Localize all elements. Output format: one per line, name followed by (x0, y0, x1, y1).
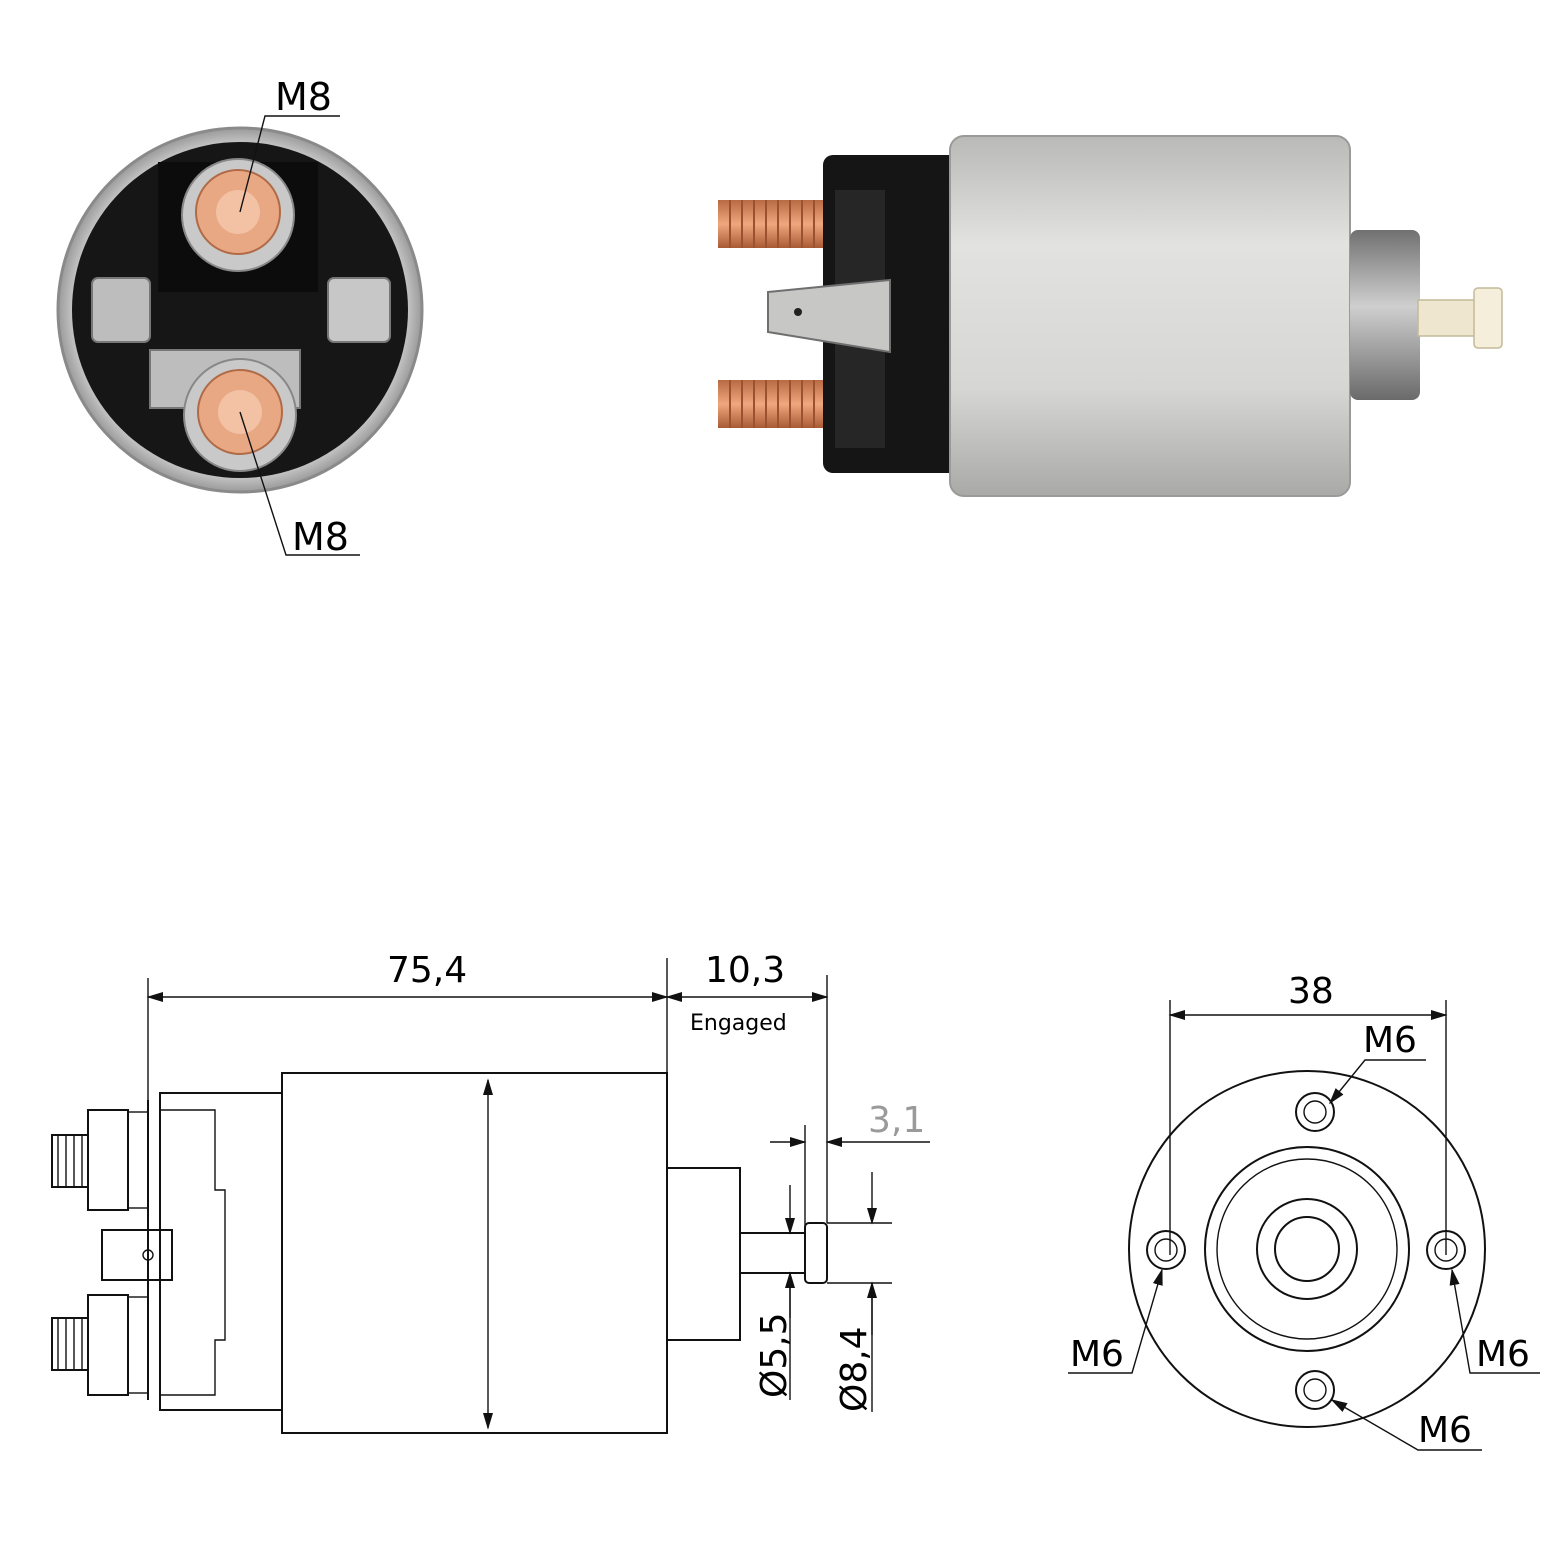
hole-spacing-label: 38 (1288, 971, 1334, 1012)
spade-terminal (767, 278, 891, 354)
hole-left-label: M6 (1070, 1334, 1124, 1375)
tip-length-label: 3,1 (868, 1100, 925, 1141)
drawing-upper-stud (51, 1109, 149, 1211)
end-view-photo: M8 M8 (56, 75, 424, 559)
drawing-housing (281, 1072, 668, 1434)
hole-bottom (1295, 1370, 1335, 1410)
side-dimension-drawing: 75,4 10,3 Engaged 3,1 Ø5,5 Ø8,4 (51, 950, 930, 1434)
drawing-shaft (739, 1232, 806, 1274)
bottom-terminal-label: M8 (292, 515, 349, 559)
top-terminal-leader (239, 115, 340, 213)
lower-copper-stud (718, 380, 828, 428)
end-flange-outline (1128, 1070, 1486, 1428)
upper-copper-stud (718, 200, 828, 248)
drawing-sleeve (666, 1167, 741, 1341)
end-dimension-drawing: 38 M6 M6 M6 M6 (1068, 971, 1540, 1451)
bottom-terminal-stud (183, 358, 297, 472)
drawing-cap (159, 1092, 282, 1411)
stroke-label: 10,3 (705, 950, 785, 991)
top-terminal-label: M8 (275, 75, 332, 119)
silver-housing (949, 135, 1351, 497)
hole-top (1295, 1092, 1335, 1132)
right-tab (327, 277, 391, 343)
left-tab (91, 277, 151, 343)
plunger-sleeve (1350, 230, 1420, 400)
hole-top-label: M6 (1363, 1020, 1417, 1061)
bottom-terminal-leader (239, 411, 360, 556)
drawing-spade (101, 1229, 173, 1281)
hole-left (1146, 1230, 1186, 1270)
side-view-photo (718, 135, 1503, 497)
plunger-tip (1417, 299, 1481, 337)
shaft-dia-label: Ø5,5 (754, 1312, 795, 1398)
drawing-lower-stud (51, 1294, 149, 1396)
drawing-tip (804, 1222, 828, 1284)
hole-right-label: M6 (1476, 1334, 1530, 1375)
hole-bottom-label: M6 (1418, 1410, 1472, 1451)
end-plunger-bore (1274, 1216, 1340, 1282)
end-plunger-outer (1256, 1198, 1358, 1300)
length-label: 75,4 (387, 950, 467, 991)
stroke-note: Engaged (690, 1011, 787, 1036)
tip-dia-label: Ø8,4 (834, 1326, 875, 1412)
top-terminal-stud (181, 158, 295, 272)
end-sleeve-outer (1204, 1146, 1410, 1352)
